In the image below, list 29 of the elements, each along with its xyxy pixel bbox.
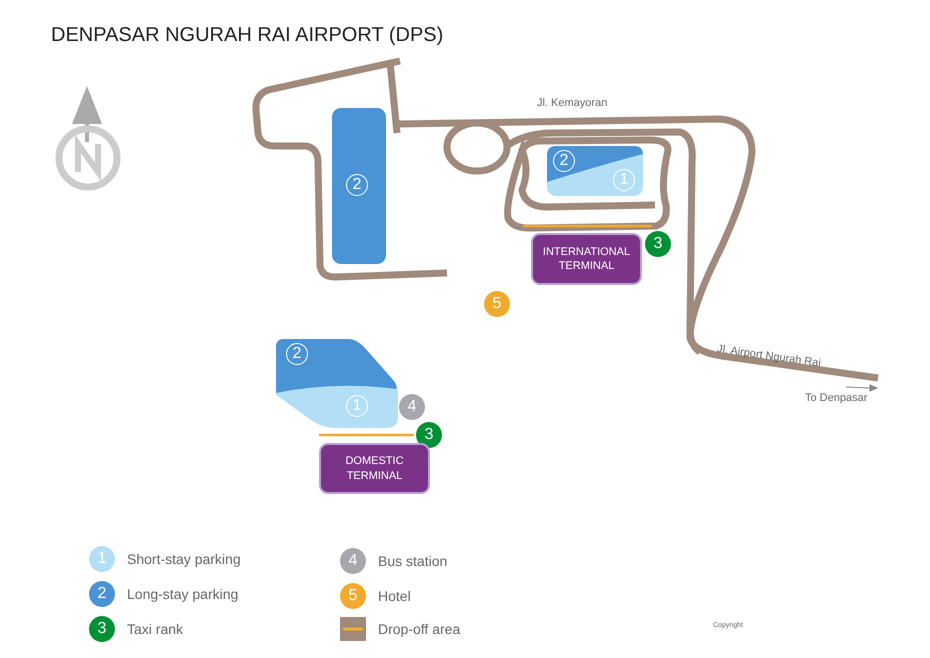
parking-lot — [332, 108, 386, 264]
bus-marker: 4 — [399, 394, 425, 420]
parking-lot — [276, 339, 398, 428]
legend-swatch: 5 — [340, 583, 366, 609]
legend-label: Bus station — [378, 553, 448, 569]
legend-swatch: 3 — [89, 616, 115, 642]
map-title: DENPASAR NGURAH RAI AIRPORT (DPS) — [51, 24, 444, 47]
road-name: Jl. Airport Ngurah Rai — [716, 343, 822, 370]
legend-label: Long-stay parking — [127, 586, 238, 602]
legend-swatch: 4 — [340, 548, 366, 574]
direction-label: To Denpasar — [805, 392, 868, 404]
parking-lot — [547, 146, 643, 196]
legend-label: Hotel — [378, 588, 411, 604]
taxi-marker: 3 — [416, 422, 442, 448]
taxi-marker: 3 — [645, 231, 671, 257]
legend-label: Taxi rank — [127, 621, 184, 637]
legend-label: Short-stay parking — [127, 551, 241, 567]
parking-number: 1 — [346, 395, 368, 417]
parking-number: 2 — [346, 174, 368, 196]
terminal-building: INTERNATIONAL TERMINAL — [531, 233, 642, 285]
parking-number: 2 — [553, 150, 575, 172]
legend-label: Drop-off area — [378, 621, 460, 637]
hotel-marker: 5 — [484, 291, 510, 317]
parking-number: 1 — [613, 169, 635, 191]
legend-swatch: 2 — [89, 581, 115, 607]
terminal-building: DOMESTIC TERMINAL — [319, 443, 430, 494]
legend-swatch: 1 — [89, 546, 115, 572]
road-name: Jl. Kemayoran — [537, 97, 608, 109]
parking-number: 2 — [286, 343, 308, 365]
